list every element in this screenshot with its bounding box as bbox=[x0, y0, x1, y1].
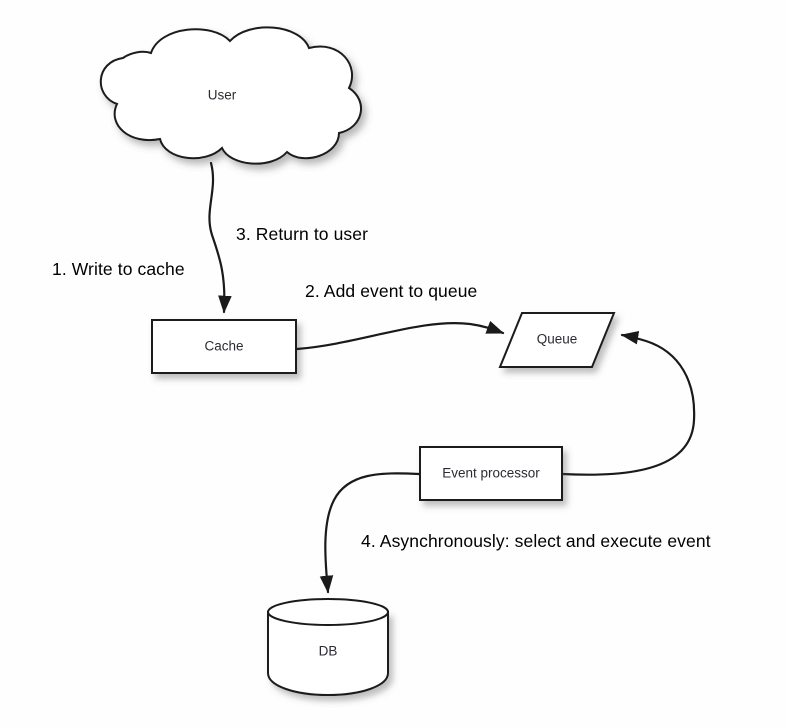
node-label-cache: Cache bbox=[204, 339, 243, 354]
edge-user-to-cache bbox=[208, 161, 232, 314]
node-label-user: User bbox=[208, 88, 237, 103]
edge-cache-to-queue bbox=[295, 320, 505, 351]
step-label-3: 3. Return to user bbox=[236, 224, 369, 244]
node-label-queue: Queue bbox=[537, 332, 578, 347]
node-label-db: DB bbox=[319, 644, 338, 659]
edge-processor-to-db bbox=[319, 472, 421, 594]
node-cache[interactable]: Cache bbox=[151, 319, 297, 374]
node-event-processor[interactable]: Event processor bbox=[419, 446, 563, 501]
edge-processor-to-queue bbox=[560, 330, 696, 476]
step-label-1: 1. Write to cache bbox=[52, 259, 185, 279]
step-label-4: 4. Asynchronously: select and execute ev… bbox=[361, 531, 711, 551]
node-queue[interactable]: Queue bbox=[498, 312, 616, 368]
node-user[interactable]: User bbox=[99, 26, 362, 165]
node-label-event-processor: Event processor bbox=[442, 466, 540, 481]
step-label-2: 2. Add event to queue bbox=[305, 281, 478, 301]
node-db[interactable]: DB bbox=[267, 598, 389, 697]
